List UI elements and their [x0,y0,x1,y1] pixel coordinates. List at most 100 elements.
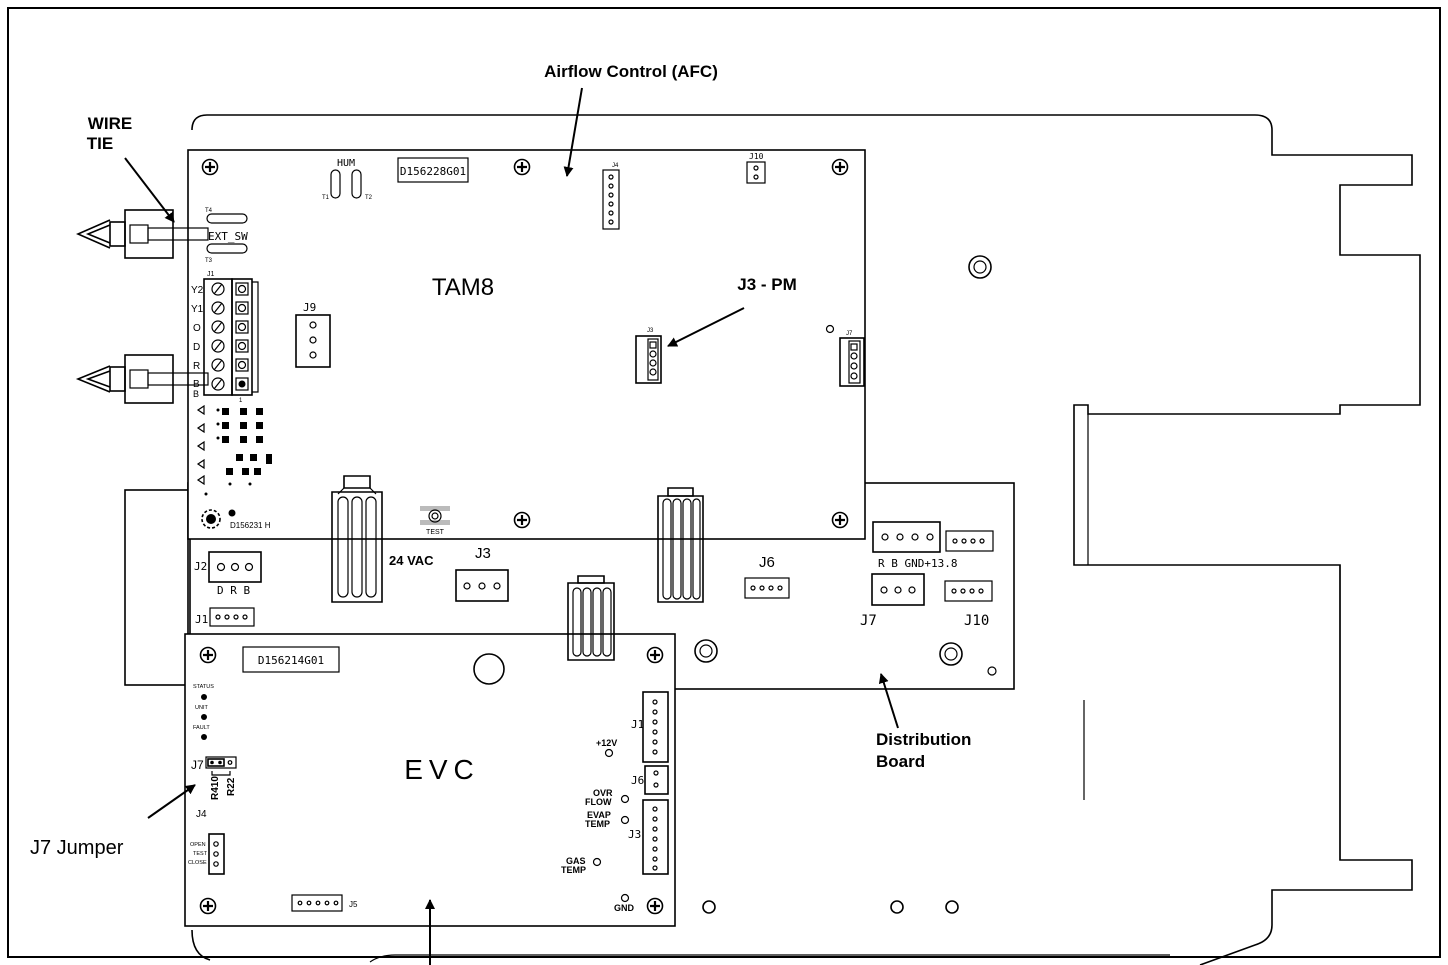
gnd-test-point [620,893,630,903]
hum-terminal-t1 [330,169,341,199]
distribution-callout-line1: Distribution [876,730,971,749]
tam8-j3-label: J3 [647,328,654,334]
ext-sw-label: EXT_SW [208,230,248,243]
tam8-j10-connector [746,161,766,184]
evc-j1-connector [642,691,669,763]
evc-part-number: D156214G01 [258,654,324,667]
dist-j10-label: J10 [964,613,989,629]
gnd-label: GND [614,903,635,913]
callout-arrows [124,87,899,965]
r22-label: R22 [226,777,237,796]
t4-label: T4 [205,208,213,214]
j3-pm-callout: J3 - PM [737,275,797,294]
screw-icon [646,646,664,664]
dist-j3-connector [455,569,509,602]
dist-j10-connector [944,580,993,602]
dist-j3-label: J3 [475,545,491,562]
r410-label: R410 [210,776,221,800]
hum-terminal-t2 [351,169,362,199]
evc-j3-label: J3 [628,828,641,841]
dist-j1-label: J1 [195,613,208,626]
tam8-j10-label: J10 [749,152,764,161]
evc-unit-label: UNIT [195,705,208,711]
j1-pin1: 1 [239,398,243,404]
screw-icon [513,158,531,176]
tam8-j9-label: J9 [303,301,316,314]
dist-j7-label: J7 [860,613,877,629]
t3-label: T3 [205,258,213,264]
wire-tie-upper [76,209,209,259]
j1-term-y1: Y1 [191,304,204,315]
gas-label-line2: TEMP [561,865,586,875]
tam8-part-box [397,157,469,183]
screw-icon [513,511,531,529]
screw-icon [646,897,664,915]
evc-j5-label: J5 [349,900,358,909]
evc-j6-label: J6 [631,774,644,787]
dist-j1-connector [209,607,255,627]
evc-j5-connector [291,894,343,912]
distribution-callout-line2: Board [876,752,925,771]
ext-sw-terminal-t4 [206,213,248,224]
fault-led [201,734,207,740]
ext-sw-terminal-t3 [206,243,248,254]
evap-label-line1: EVAP [587,810,611,820]
evc-j7-label: J7 [191,758,204,772]
evc-fault-label: FAULT [193,725,210,731]
vac-label: 24 VAC [389,553,434,568]
ribbon-connector-upper-right [657,487,704,603]
gear-icon [201,509,221,529]
unit-led [201,714,207,720]
screw-icon [831,158,849,176]
evc-j4-connector [208,833,225,875]
tam8-j3-pm-connector [635,335,662,384]
test-button[interactable] [420,506,450,525]
tam8-j9-connector [295,314,331,368]
tam8-j1-terminal-block [203,278,259,396]
ovr-label-line1: OVR [593,788,613,798]
wire-tie-callout-line1: WIRE [88,114,132,133]
tam8-j7-connector [839,337,865,387]
gas-label-line1: GAS [566,856,586,866]
dist-j7-connector [871,573,925,606]
evc-board-name: EVC [404,754,480,785]
diagram-frame [7,7,1441,958]
j1-term-b2: B [193,389,199,399]
hum-label: HUM [337,158,355,169]
j7-jumper-callout: J7 Jumper [30,837,124,859]
tam8-j7-label: J7 [846,331,853,337]
evc-part-box [242,646,340,673]
afc-callout: Airflow Control (AFC) [544,62,718,81]
evc-status-label: STATUS [193,684,214,690]
evc-j6-connector [644,765,669,795]
left-bracket [124,489,191,686]
dist-j7-pin-labels: R B GND+13.8 [878,557,957,570]
wire-tie-lower [75,354,209,404]
evap-temp-test-point [620,815,630,825]
screw-icon [199,646,217,664]
ovr-label-line2: FLOW [585,797,612,807]
wire-tie-callout-line2: TIE [87,134,113,153]
evc-board [184,633,676,927]
screw-icon [199,897,217,915]
screw-icon [201,158,219,176]
dist-j6-connector [744,577,790,599]
tam8-part-number-2: D156231 H [230,521,271,530]
tam8-j1-label: J1 [207,271,215,278]
evap-label-line2: TEMP [585,819,610,829]
dist-j6-label: J6 [759,554,775,571]
status-led [201,694,207,700]
dist-j2-pins: D R B [217,584,250,597]
j7-jumper-header[interactable] [205,756,237,776]
j4-open-label: OPEN [190,842,206,848]
dist-j7-power-connector [872,521,941,553]
evc-j4-label: J4 [196,809,207,820]
t2-label: T2 [365,195,373,201]
dist-aux-connector-upper [945,530,994,552]
tam8-part-number: D156228G01 [400,165,466,178]
ribbon-connector-evc [567,575,615,661]
tam8-board [187,149,866,540]
gas-temp-test-point [592,857,602,867]
j1-term-b: B [193,379,200,390]
plus12v-label: +12V [596,738,617,748]
